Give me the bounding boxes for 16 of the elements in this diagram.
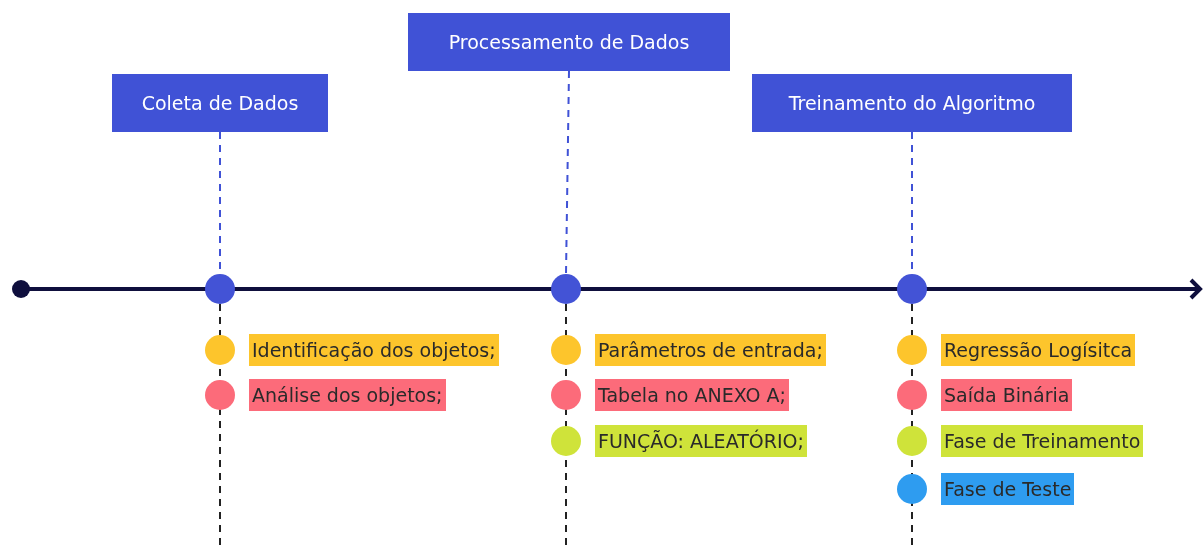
highlighted-text: Análise dos objetos; xyxy=(249,379,446,411)
milestone-circle xyxy=(551,274,581,304)
dashed-connector xyxy=(565,70,570,275)
highlighted-text: Tabela no ANEXO A; xyxy=(595,379,789,411)
highlighted-text: Fase de Treinamento xyxy=(941,425,1144,457)
highlighted-text: FUNÇÃO: ALEATÓRIO; xyxy=(595,425,807,457)
phase-title-box: Treinamento do Algoritmo xyxy=(752,74,1072,132)
phase-title-box: Coleta de Dados xyxy=(112,74,328,132)
highlighted-text: Parâmetros de entrada; xyxy=(595,334,826,366)
phase-title-box: Processamento de Dados xyxy=(408,13,730,71)
highlighted-text: Identificação dos objetos; xyxy=(249,334,499,366)
highlighted-text: Fase de Teste xyxy=(941,473,1075,505)
milestone-circle xyxy=(897,274,927,304)
milestone-circle xyxy=(205,274,235,304)
highlighted-text: Saída Binária xyxy=(941,379,1073,411)
highlighted-text: Regressão Logísitca xyxy=(941,334,1136,366)
